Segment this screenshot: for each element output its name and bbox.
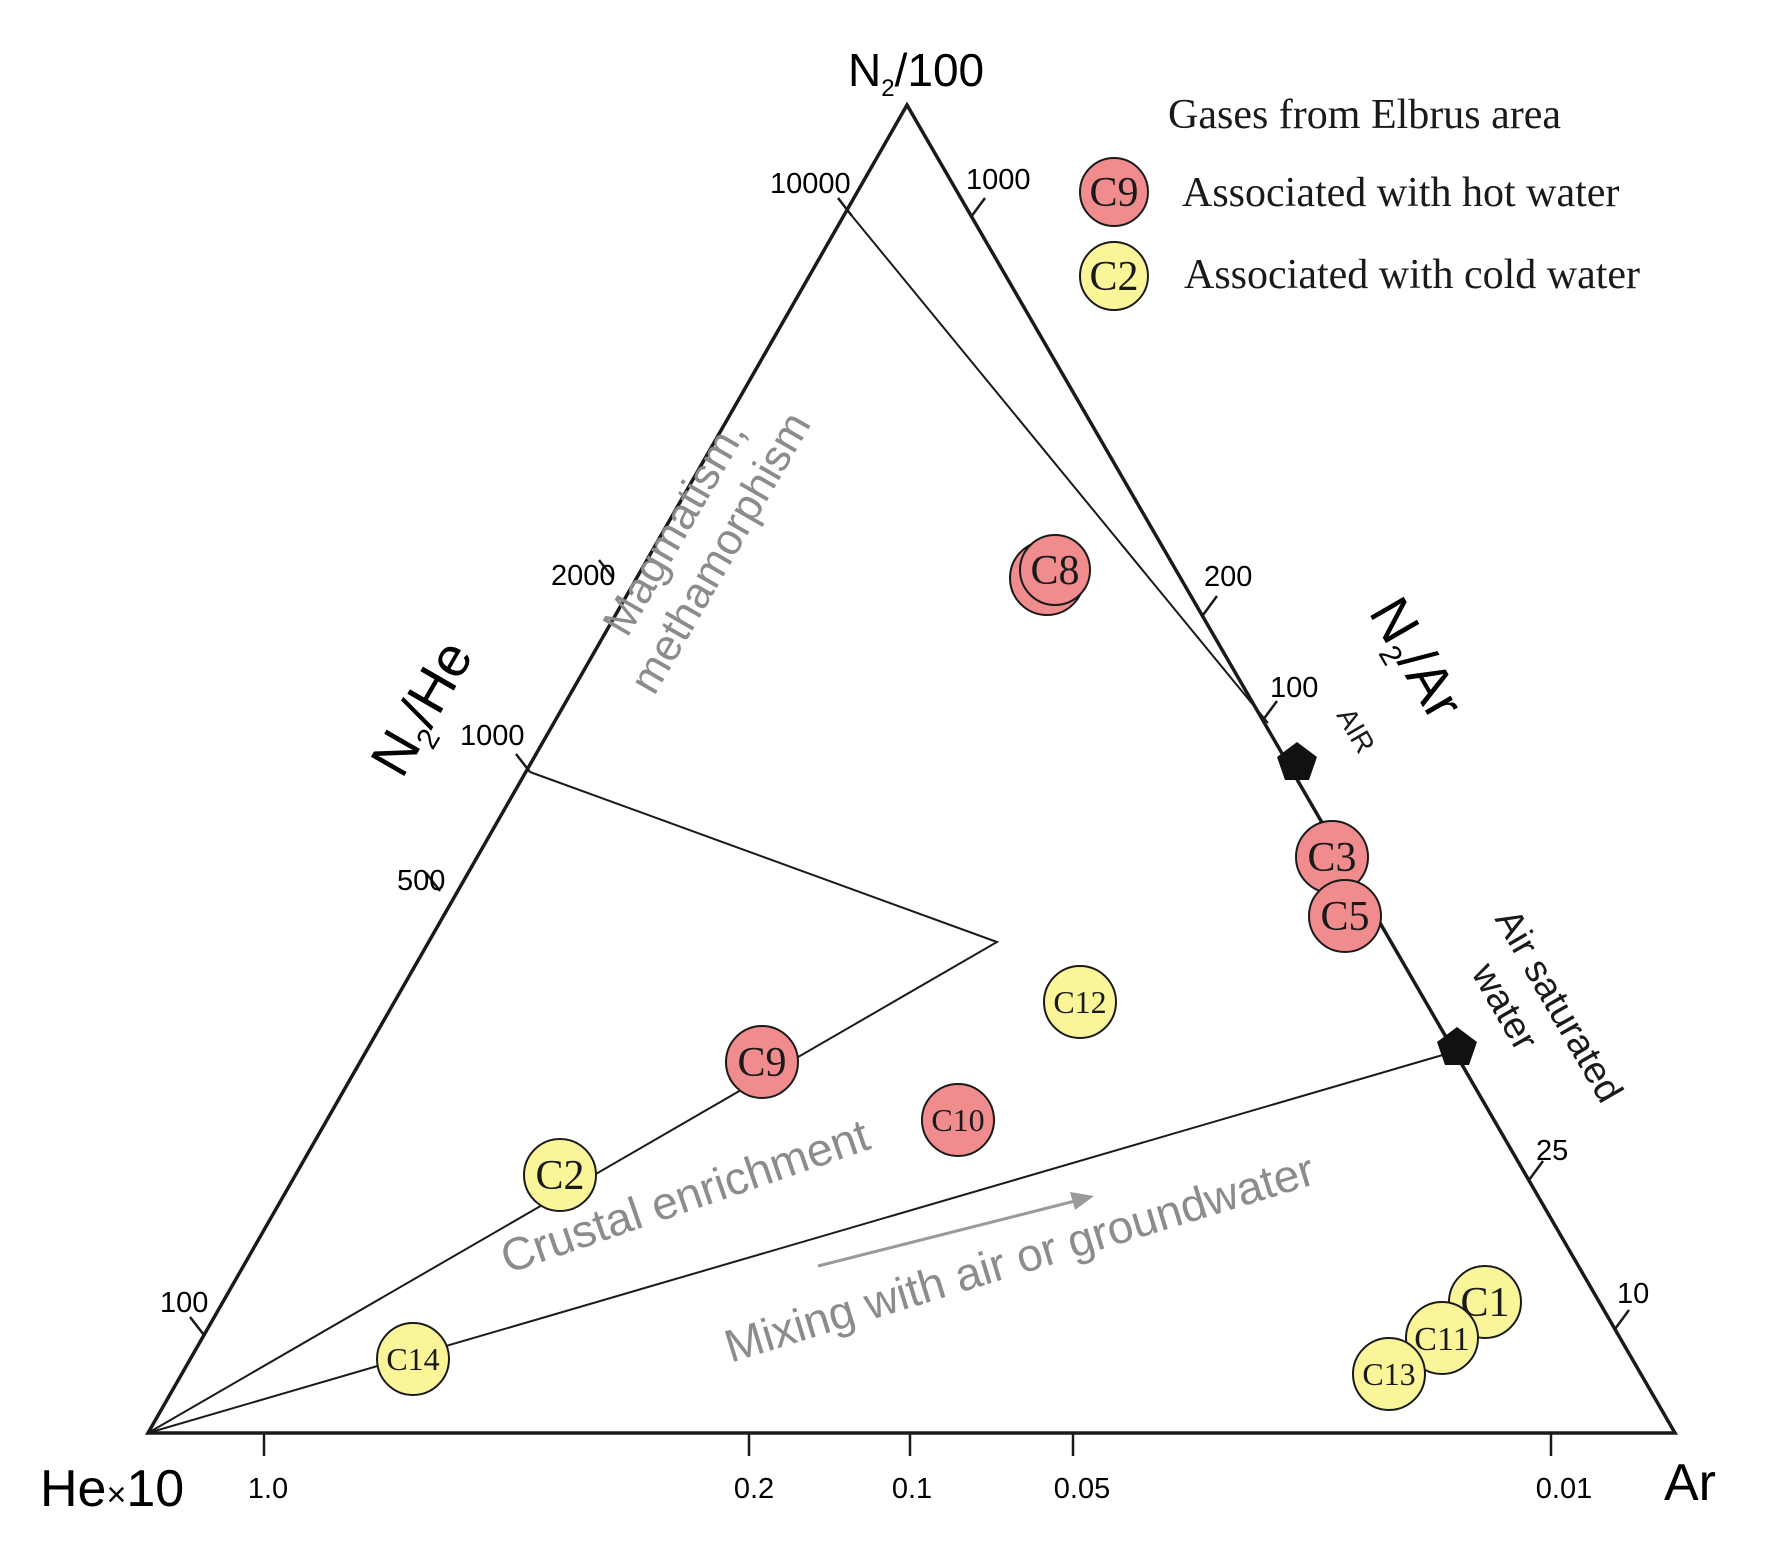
apex-label-left: He×10 (40, 1460, 184, 1518)
side-label-right: N2/Ar (1352, 587, 1477, 733)
left-tick-mark (425, 872, 441, 892)
air-marker (1277, 742, 1317, 780)
right-tick-label: 25 (1536, 1135, 1568, 1167)
sample-point-c5: C5 (1308, 879, 1382, 953)
right-tick-label: 1000 (966, 164, 1031, 196)
legend-swatch-cold (1079, 241, 1149, 311)
crustal-boundary-line (147, 771, 1000, 1434)
left-tick-mark (837, 197, 853, 217)
legend-item-hot: C9 Associated with hot water (1079, 157, 1619, 227)
bottom-axis-ticks: 1.0 0.2 0.1 0.05 0.01 (248, 1433, 1592, 1505)
svg-text:C5: C5 (1320, 894, 1369, 940)
right-tick-label: 100 (1270, 672, 1318, 704)
sample-point-c11: C11 (1405, 1301, 1479, 1375)
air-saturated-water-marker (1437, 1027, 1477, 1065)
bottom-tick-label: 0.2 (734, 1473, 774, 1505)
sample-point-c9: C9 (725, 1025, 799, 1099)
magmatism-boundary-line (851, 215, 1269, 724)
sample-point-c12: C12 (1043, 965, 1117, 1039)
svg-text:C10: C10 (931, 1102, 984, 1138)
sample-point-c10: C10 (921, 1083, 995, 1157)
bottom-tick-label: 1.0 (248, 1473, 288, 1505)
right-axis-ticks: 1000 200 100 25 10 (966, 164, 1649, 1330)
svg-text:C13: C13 (1362, 1356, 1415, 1392)
bottom-tick-label: 0.05 (1054, 1473, 1110, 1505)
air-label: AIR (1331, 703, 1381, 759)
svg-text:C2: C2 (535, 1153, 584, 1199)
left-tick-label: 10000 (770, 168, 851, 200)
left-tick-label: 2000 (551, 560, 616, 592)
right-tick-mark (1613, 1309, 1631, 1330)
legend-symbol-cold: C2 (1089, 254, 1138, 300)
sample-point-c2: C2 (523, 1138, 597, 1212)
svg-text:C8: C8 (1030, 548, 1079, 594)
legend-symbol-hot: C9 (1089, 170, 1138, 216)
left-tick-label: 500 (397, 865, 445, 897)
mixing-boundary-line (147, 1051, 1454, 1434)
legend: Gases from Elbrus area C9 Associated wit… (1079, 92, 1640, 311)
svg-text:C11: C11 (1414, 1321, 1469, 1358)
sample-points: C8 C3 C5 C9 C10 C12 C2 C14 (376, 534, 1522, 1411)
left-tick-label: 100 (160, 1287, 208, 1319)
left-tick-mark (598, 559, 614, 579)
bottom-tick-label: 0.01 (1536, 1473, 1592, 1505)
right-tick-mark (969, 197, 987, 218)
sample-point-c8: C8 (1009, 534, 1091, 616)
side-label-left: N2/He (358, 630, 491, 790)
svg-text:C14: C14 (386, 1341, 439, 1377)
sample-point-c13: C13 (1352, 1337, 1426, 1411)
legend-text-cold: Associated with cold water (1184, 252, 1640, 298)
left-tick-mark (189, 1316, 205, 1336)
svg-text:C9: C9 (737, 1040, 786, 1086)
left-tick-label: 1000 (460, 720, 525, 752)
apex-label-right: Ar (1664, 1454, 1716, 1512)
apex-label-top: N2/100 (848, 44, 984, 102)
right-tick-label: 10 (1617, 1278, 1649, 1310)
right-tick-mark (1527, 1160, 1545, 1181)
region-labels: Magmatism, methamorphism Crustal enrichm… (494, 404, 1320, 1372)
sample-point-c14: C14 (376, 1322, 450, 1396)
sample-point-c3: C3 (1295, 820, 1369, 894)
svg-text:C12: C12 (1053, 984, 1106, 1020)
legend-title: Gases from Elbrus area (1168, 92, 1561, 138)
left-axis-ticks: 10000 2000 1000 500 100 (160, 168, 853, 1336)
bottom-tick-label: 0.1 (892, 1473, 932, 1505)
right-tick-label: 200 (1204, 561, 1252, 593)
right-tick-mark (1201, 595, 1219, 616)
mixing-arrow (817, 1192, 1094, 1268)
legend-text-hot: Associated with hot water (1182, 170, 1619, 216)
legend-item-cold: C2 Associated with cold water (1079, 241, 1640, 311)
svg-text:C3: C3 (1307, 835, 1356, 881)
right-tick-mark (1261, 700, 1279, 721)
left-tick-mark (515, 753, 531, 773)
legend-swatch-hot (1079, 157, 1149, 227)
ternary-frame (144, 101, 1679, 1435)
